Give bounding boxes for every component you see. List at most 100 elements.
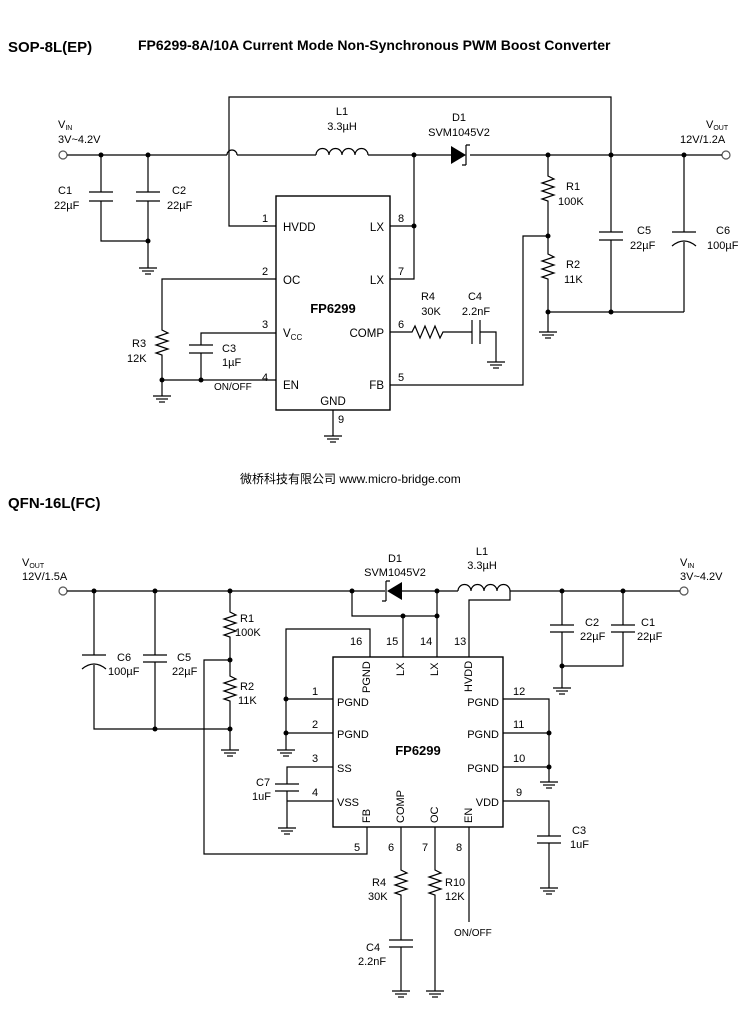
sop-pin-oc-label: OC <box>283 275 300 287</box>
sop-pin-fb-label: FB <box>369 380 384 392</box>
qfn-c7-value: 1uF <box>252 791 271 803</box>
qfn-r10-ground-icon <box>425 984 445 998</box>
sop-vin-range: 3V~4.2V <box>58 134 101 146</box>
qfn-pgnd-right-ground-icon <box>539 775 559 789</box>
sop-r2-ref: R2 <box>566 259 580 271</box>
qfn-r4-c4-network <box>389 827 413 985</box>
qfn-vin-label: VIN <box>680 557 694 570</box>
qfn-l1-ref: L1 <box>476 546 488 558</box>
sop-c1-ref: C1 <box>58 185 72 197</box>
qfn-r1-value: 100K <box>235 627 261 639</box>
sop-pin-lx8-label: LX <box>370 222 384 234</box>
qfn-pin-label: PGND <box>337 697 369 709</box>
sop-pin-number: 3 <box>262 319 268 331</box>
qfn-pin-label: PGND <box>361 661 373 693</box>
sop-vout-terminal <box>721 150 731 160</box>
sop-r1-r2-divider <box>540 155 684 313</box>
qfn-onoff-label: ON/OFF <box>454 928 492 939</box>
qfn-pin-label: COMP <box>395 790 407 823</box>
qfn-c7-ref: C7 <box>256 777 270 789</box>
qfn-pin-number: 6 <box>388 842 394 854</box>
qfn-c6-ref: C6 <box>117 652 131 664</box>
page-title: FP6299-8A/10A Current Mode Non-Synchrono… <box>138 37 611 53</box>
sop-c1-value: 22µF <box>54 200 80 212</box>
sop-pin-vcc-label: VCC <box>283 328 302 342</box>
qfn-vin-range: 3V~4.2V <box>680 571 723 583</box>
qfn-pin-number: 10 <box>513 753 525 765</box>
qfn-r2-ref: R2 <box>240 681 254 693</box>
sop-pin-number: 4 <box>262 372 268 384</box>
sop-ic-body <box>275 195 391 411</box>
sop-d1-value: SVM1045V2 <box>428 127 490 139</box>
qfn-vin-terminal <box>679 586 689 596</box>
qfn-pin-number: 3 <box>312 753 318 765</box>
qfn-d1-ref: D1 <box>388 553 402 565</box>
sop-d1-diode <box>451 146 466 164</box>
sop-r4-value: 30K <box>421 306 441 318</box>
qfn-pgnd-ground-icon <box>276 743 296 757</box>
sop-vin-label: VIN <box>58 119 72 132</box>
qfn-vss-ground-icon <box>277 821 297 835</box>
qfn-pin-number: 11 <box>513 719 524 731</box>
qfn-c5-ref: C5 <box>177 652 191 664</box>
qfn-pin-number: 1 <box>312 686 318 698</box>
qfn-pin-number: 14 <box>420 636 432 648</box>
qfn-pin-label: PGND <box>467 729 499 741</box>
sop-r2-value: 11K <box>564 274 583 286</box>
qfn-pin-label: EN <box>463 808 475 823</box>
qfn-pin-label: VDD <box>476 797 499 809</box>
qfn-pin-number: 12 <box>513 686 525 698</box>
qfn-c4-ref: C4 <box>366 942 380 954</box>
qfn-pin-label: FB <box>361 809 373 823</box>
sop-pin-gnd-label: GND <box>320 396 346 408</box>
qfn-r2-value: 11K <box>238 695 257 707</box>
qfn-pin-label: VSS <box>337 797 359 809</box>
sop-divider-ground-icon <box>538 325 558 339</box>
qfn-d1-value: SVM1045V2 <box>364 567 426 579</box>
sop-pin-number: 5 <box>398 372 404 384</box>
qfn-c5-value: 22µF <box>172 666 198 678</box>
sop-c5-capacitor <box>599 155 623 312</box>
qfn-pin-label: LX <box>395 662 407 676</box>
qfn-pin-number: 9 <box>516 787 522 799</box>
sop-l1-value: 3.3µH <box>327 121 357 133</box>
qfn-r4-value: 30K <box>368 891 388 903</box>
qfn-pin-number: 5 <box>354 842 360 854</box>
qfn-circuit: FP6299 PGND PGND SS VSS PGND PGND PGND V… <box>22 546 723 998</box>
sop-c4-value: 2.2nF <box>462 306 490 318</box>
sop-pin-number: 7 <box>398 266 404 278</box>
sop-circuit: FP6299 HVDD OC VCC EN LX LX COMP FB GND … <box>54 96 739 443</box>
qfn-c1-ref: C1 <box>641 617 655 629</box>
qfn-ic-body <box>332 656 504 828</box>
sop-vin-terminal <box>58 150 68 160</box>
qfn-c2-ref: C2 <box>585 617 599 629</box>
sop-c2-value: 22µF <box>167 200 193 212</box>
sop-r4-ref: R4 <box>421 291 435 303</box>
sop-l1-inductor <box>315 147 369 156</box>
sop-r3-value: 12K <box>127 353 147 365</box>
sop-c3-ref: C3 <box>222 343 236 355</box>
sop-pin-en-label: EN <box>283 380 299 392</box>
qfn-vout-label: VOUT <box>22 557 45 570</box>
sop-c1c2-ground-icon <box>138 261 158 275</box>
qfn-c6-value: 100µF <box>108 666 140 678</box>
sop-c2-ref: C2 <box>172 185 186 197</box>
qfn-c3-ref: C3 <box>572 825 586 837</box>
sop-r4-c4-network <box>390 320 497 356</box>
qfn-r1-r2-divider <box>222 591 238 744</box>
qfn-pin-number: 2 <box>312 719 318 731</box>
sop-c4-ground-icon <box>486 355 506 369</box>
qfn-c4-value: 2.2nF <box>358 956 386 968</box>
sop-r1-value: 100K <box>558 196 584 208</box>
sop-pin-lx7-label: LX <box>370 275 384 287</box>
qfn-r10-ref: R10 <box>445 877 465 889</box>
qfn-pin-number: 13 <box>454 636 466 648</box>
qfn-pin-number: 16 <box>350 636 362 648</box>
sop-r3-ground-icon <box>152 389 172 403</box>
sop-r3-resistor <box>154 278 276 381</box>
sop-c5-value: 22µF <box>630 240 656 252</box>
qfn-pin-number: 15 <box>386 636 398 648</box>
sop-c5-ref: C5 <box>637 225 651 237</box>
qfn-d1-diode <box>387 582 402 600</box>
